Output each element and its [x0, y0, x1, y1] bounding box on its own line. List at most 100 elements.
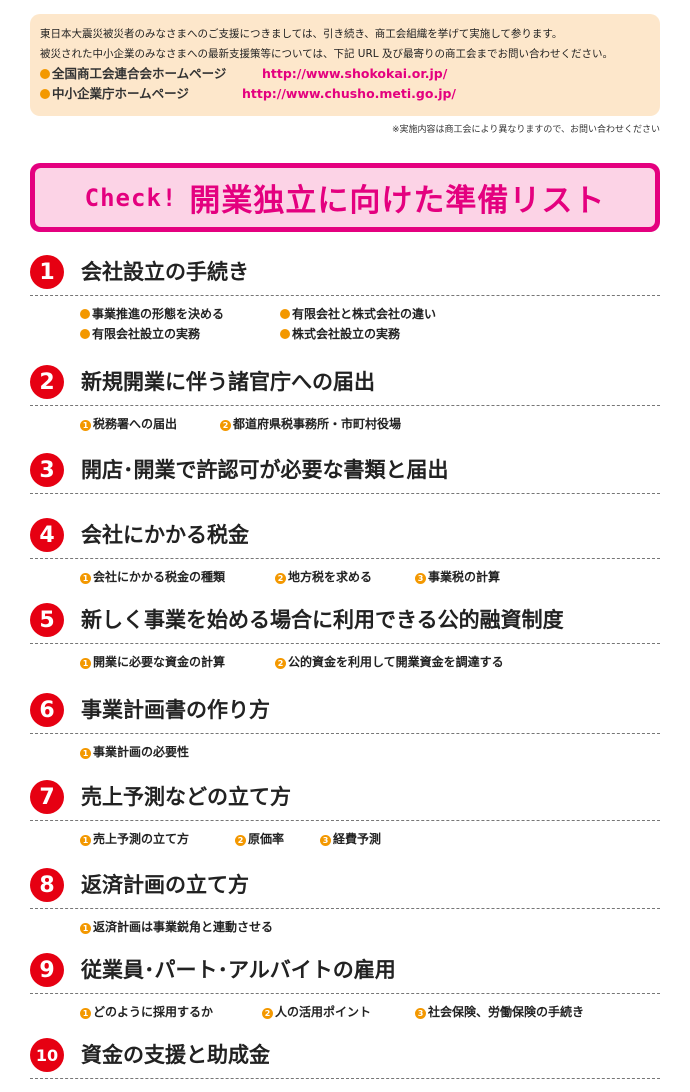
section-title: 返済計画の立て方: [81, 873, 249, 897]
notice-footnote: ※実施内容は商工会により異なりますので、お問い合わせください: [391, 125, 660, 135]
section-number-badge: 8: [30, 868, 64, 902]
section-number-badge: 7: [30, 780, 64, 814]
bullet-icon: 2: [275, 573, 286, 584]
section-header: 7 売上予測などの立て方: [30, 780, 660, 821]
link-row-shokokai: 全国商工会連合会ホームページ http://www.shokokai.or.jp…: [40, 64, 650, 84]
section-title: 従業員･パート･アルバイトの雇用: [81, 958, 396, 982]
list-item-text: どのように採用するか: [93, 1005, 214, 1019]
bullet-icon: 1: [80, 658, 91, 669]
list-item: 事業推進の形態を決める: [80, 305, 224, 323]
list-item-text: 都道府県税事務所・市町村役場: [233, 417, 402, 431]
dashed-divider: [30, 733, 660, 734]
section-header: 8 返済計画の立て方: [30, 868, 660, 909]
section-title: 新しく事業を始める場合に利用できる公的融資制度: [81, 608, 564, 632]
bullet-icon: 1: [80, 573, 91, 584]
item-row: 有限会社設立の実務 株式会社設立の実務: [80, 325, 660, 345]
list-item-text: 事業税の計算: [428, 570, 501, 584]
bullet-icon: 1: [80, 923, 91, 934]
list-item: 株式会社設立の実務: [280, 325, 400, 343]
list-item-text: 原価率: [248, 832, 285, 846]
section-number-badge: 2: [30, 365, 64, 399]
section-title: 新規開業に伴う諸官庁への届出: [81, 370, 375, 394]
bullet-icon: 3: [415, 573, 426, 584]
section-items: 事業推進の形態を決める 有限会社と株式会社の違い有限会社設立の実務 株式会社設立の実…: [80, 305, 660, 345]
dashed-divider: [30, 908, 660, 909]
bullet-icon: 3: [320, 835, 331, 846]
bullet-icon: [80, 309, 90, 319]
dashed-divider: [30, 993, 660, 994]
bullet-icon: 1: [80, 835, 91, 846]
bullet-icon: 2: [235, 835, 246, 846]
list-item-text: 有限会社設立の実務: [92, 327, 201, 341]
bullet-icon: [80, 329, 90, 339]
bullet-icon: 1: [80, 748, 91, 759]
bullet-icon: 1: [80, 1008, 91, 1019]
section-number-badge: 3: [30, 453, 64, 487]
shokokai-url-link[interactable]: http://www.shokokai.or.jp/: [262, 66, 448, 81]
list-item-text: 公的資金を利用して開業資金を調達する: [288, 655, 504, 669]
dashed-divider: [30, 1078, 660, 1079]
section-title: 事業計画書の作り方: [81, 698, 270, 722]
section-number-badge: 10: [30, 1038, 64, 1072]
list-item-text: 事業推進の形態を決める: [92, 307, 225, 321]
notice-box: 東日本大震災被災者のみなさまへのご支援につきましては、引き続き、商工会組織を挙げ…: [30, 14, 660, 116]
section-number-badge: 5: [30, 603, 64, 637]
bullet-icon: 3: [415, 1008, 426, 1019]
list-item-text: 人の活用ポイント: [275, 1005, 372, 1019]
list-item-text: 事業計画の必要性: [93, 745, 190, 759]
bullet-dot-icon: [40, 89, 50, 99]
banner-inner: Check! 開業独立に向けた準備リスト: [35, 168, 655, 227]
check-label: Check!: [84, 183, 178, 212]
list-item-text: 株式会社設立の実務: [292, 327, 401, 341]
section-header: 5 新しく事業を始める場合に利用できる公的融資制度: [30, 603, 660, 644]
notice-line-1: 東日本大震災被災者のみなさまへのご支援につきましては、引き続き、商工会組織を挙げ…: [40, 28, 563, 40]
list-item-text: 売上予測の立て方: [93, 832, 190, 846]
list-item-text: 社会保険、労働保険の手続き: [428, 1005, 585, 1019]
section-number-badge: 1: [30, 255, 64, 289]
banner-title: 開業独立に向けた準備リスト: [189, 183, 606, 219]
list-item: 有限会社と株式会社の違い: [280, 305, 436, 323]
checklist-banner: Check! 開業独立に向けた準備リスト: [30, 163, 660, 232]
list-item-text: 税務署への届出: [93, 417, 178, 431]
dashed-divider: [30, 820, 660, 821]
chusho-url-link[interactable]: http://www.chusho.meti.go.jp/: [242, 86, 456, 101]
section-title: 売上予測などの立て方: [81, 785, 291, 809]
link-label: 中小企業庁ホームページ: [52, 86, 189, 101]
dashed-divider: [30, 295, 660, 296]
